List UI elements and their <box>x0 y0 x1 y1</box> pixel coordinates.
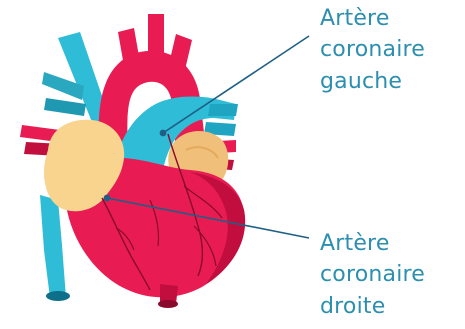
right-coronary-label-line-1: Artère <box>320 228 425 259</box>
aorta-branch-1 <box>118 28 140 66</box>
left-coronary-label-line-3: gauche <box>320 66 425 97</box>
aorta-branch-2 <box>148 14 164 58</box>
left-coronary-pointer-dot <box>160 130 167 137</box>
right-coronary-pointer-dot <box>104 195 111 202</box>
left-coronary-label-line-2: coronaire <box>320 34 425 65</box>
descending-aorta-opening <box>158 300 178 308</box>
pulmonary-vein-branch-lower-left <box>44 98 86 116</box>
inferior-vena-cava-opening <box>46 291 70 301</box>
right-coronary-artery-label: Artère coronaire droite <box>320 228 425 322</box>
left-coronary-label-line-1: Artère <box>320 3 425 34</box>
right-coronary-label-line-2: coronaire <box>320 259 425 290</box>
pulmonary-artery-branch-right-1 <box>208 104 238 116</box>
inferior-vena-cava <box>40 195 66 298</box>
left-coronary-artery-label: Artère coronaire gauche <box>320 3 425 97</box>
right-coronary-label-line-3: droite <box>320 291 425 322</box>
aorta-branch-3 <box>168 34 192 74</box>
